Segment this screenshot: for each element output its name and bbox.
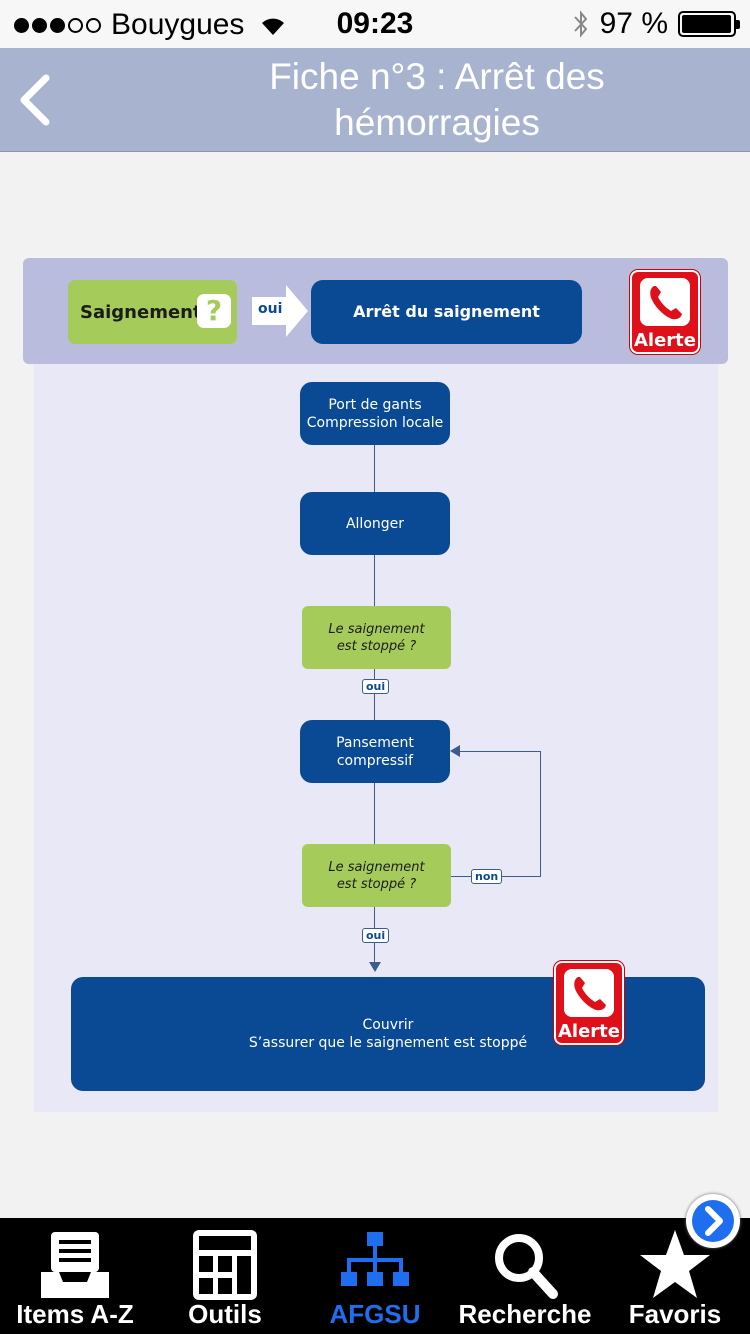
loop-line-right <box>540 751 541 877</box>
carrier-group: Bouygues <box>14 8 288 42</box>
check-saignement-1: Le saignement est stoppé ? <box>302 606 451 669</box>
signal-strength-icon <box>14 17 101 33</box>
inbox-tray-icon <box>41 1232 109 1298</box>
arrow-left-icon <box>450 745 460 757</box>
search-icon <box>495 1234 558 1299</box>
phone-icon <box>640 278 690 326</box>
phone-icon <box>564 969 614 1017</box>
hierarchy-icon <box>341 1232 409 1286</box>
status-time: 09:23 <box>336 7 414 40</box>
back-chevron-icon[interactable] <box>14 72 58 128</box>
tab-outils[interactable]: Outils <box>150 1218 300 1334</box>
tab-items-az[interactable]: Items A-Z <box>0 1218 150 1334</box>
saignement-condition-box: Saignement ? <box>68 280 237 344</box>
connector-line <box>374 445 375 492</box>
status-right: 97 % <box>572 7 740 41</box>
connector-line <box>374 555 375 606</box>
oui-tag-1: oui <box>362 679 390 694</box>
next-chevron-icon[interactable] <box>686 1194 740 1248</box>
page-title: Fiche n°3 : Arrêt des hémorragies <box>269 56 605 143</box>
oui-label-header: oui <box>258 301 283 317</box>
battery-icon <box>678 11 740 37</box>
battery-percent: 97 % <box>599 7 668 40</box>
loop-line-top <box>458 751 541 752</box>
wifi-icon <box>262 18 285 35</box>
connector-line <box>374 669 375 720</box>
alert-button-final[interactable]: Alerte <box>554 961 624 1045</box>
navigation-bar: Fiche n°3 : Arrêt des hémorragies <box>0 48 750 152</box>
status-bar: Bouygues 09:23 97 % <box>0 0 750 48</box>
tab-favoris[interactable]: Favoris <box>600 1218 750 1334</box>
arret-saignement-box: Arrêt du saignement <box>311 280 582 344</box>
arrow-right-icon <box>252 285 308 337</box>
star-icon <box>640 1230 710 1298</box>
connector-line <box>374 783 375 844</box>
step-gants-compression: Port de gants Compression locale <box>300 382 450 445</box>
oui-tag-2: oui <box>362 928 390 943</box>
non-tag: non <box>471 869 503 884</box>
step-pansement: Pansement compressif <box>300 720 450 783</box>
tab-recherche[interactable]: Recherche <box>450 1218 600 1334</box>
question-icon: ? <box>197 294 231 328</box>
bluetooth-icon <box>573 10 587 38</box>
carrier-name: Bouygues <box>111 8 245 41</box>
tab-afgsu[interactable]: AFGSU <box>300 1218 450 1334</box>
alert-button-header[interactable]: Alerte <box>630 270 700 354</box>
calculator-icon <box>193 1230 257 1300</box>
check-saignement-2: Le saignement est stoppé ? <box>302 844 451 907</box>
step-allonger: Allonger <box>300 492 450 555</box>
tab-bar: Items A-Z Outils AFGSU <box>0 1218 750 1334</box>
arrow-down-icon <box>369 962 381 972</box>
